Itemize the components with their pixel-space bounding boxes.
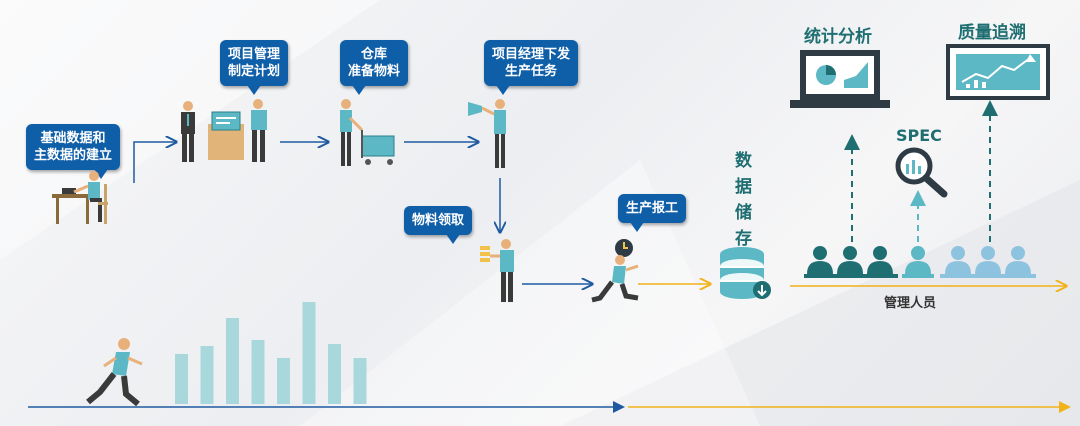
production-report-label: 生产报工: [626, 201, 679, 216]
managers-label: 管理人员: [884, 296, 937, 311]
data-storage-label: 数 据 储 存: [735, 151, 752, 249]
bar-7: [328, 344, 341, 404]
project-plan-label: 项目管理 制定计划: [228, 47, 281, 79]
magnifier-icon: [895, 147, 948, 198]
person-at-desk-icon: [52, 171, 108, 224]
bar-chart: [175, 302, 367, 404]
warehouse-cart-icon: [340, 99, 395, 166]
warehouse-label: 仓库 准备物料: [348, 47, 401, 79]
dispatch-label: 项目经理下发 生产任务: [492, 47, 571, 79]
bubble-project-plan: 项目管理 制定计划: [220, 40, 289, 95]
bar-6: [302, 302, 316, 404]
bar-2: [200, 346, 214, 404]
bubble-basic-data: 基础数据和 主数据的建立: [26, 124, 121, 179]
bar-3: [226, 318, 239, 404]
managers-group-icon: [804, 246, 1036, 278]
bubble-dispatch: 项目经理下发 生产任务: [484, 40, 579, 95]
laptop-chart-icon: [790, 50, 890, 108]
monitor-trend-icon: [946, 44, 1050, 100]
bubble-material-pick: 物料领取: [404, 206, 473, 244]
bar-1: [175, 354, 188, 404]
database-icon: [720, 247, 771, 299]
material-pick-label: 物料领取: [412, 213, 465, 228]
bubble-production-report: 生产报工: [618, 194, 687, 232]
bar-5: [277, 358, 290, 404]
bubble-warehouse: 仓库 准备物料: [340, 40, 409, 95]
megaphone-person-icon: [468, 99, 506, 168]
running-person-clock-icon: [591, 239, 639, 303]
arrow-basic-to-plan: [133, 142, 176, 183]
stats-analysis-title: 统计分析: [804, 27, 872, 47]
basic-data-label: 基础数据和 主数据的建立: [34, 131, 113, 163]
bar-4: [251, 340, 265, 404]
spec-title: SPEC: [896, 126, 942, 145]
planning-meeting-icon: [181, 99, 267, 162]
bar-8: [353, 358, 367, 404]
quality-trace-title: 质量追溯: [958, 23, 1026, 43]
material-carrier-icon: [480, 239, 514, 302]
runner-icon: [86, 338, 143, 407]
